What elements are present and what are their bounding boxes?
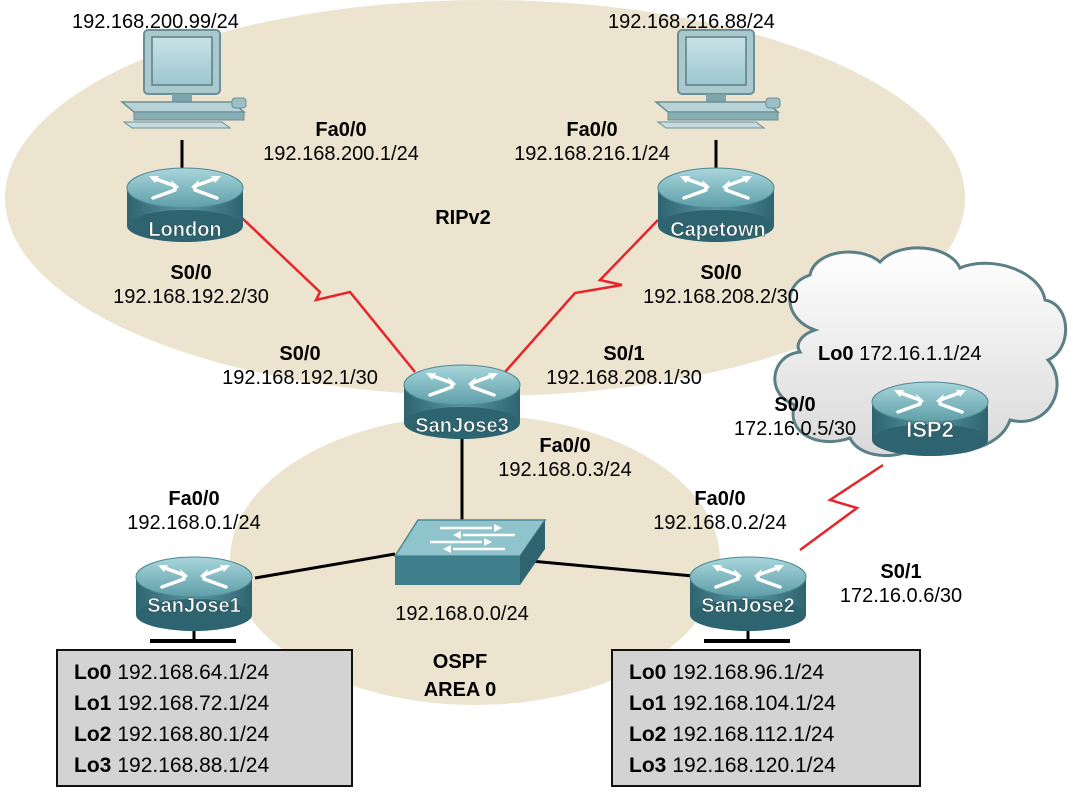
isp2-lo0-ip: 172.16.1.1/24	[859, 343, 982, 365]
router-name-isp2: ISP2	[906, 417, 954, 442]
loopback-ip: 192.168.112.1/24	[672, 723, 835, 746]
london-fa-ip: 192.168.200.1/24	[263, 143, 419, 165]
sanjose2-fa-label: Fa0/0 192.168.0.2/24	[630, 487, 810, 535]
loopback-name: Lo3	[629, 754, 667, 777]
isp2-s00-label: S0/0 172.16.0.5/30	[712, 393, 878, 441]
ospf-area-label: AREA 0	[423, 679, 497, 701]
sanjose1-fa-name: Fa0/0	[168, 488, 220, 510]
london-s-ip: 192.168.192.2/30	[113, 286, 269, 308]
sanjose1-fa-label: Fa0/0 192.168.0.1/24	[106, 487, 282, 535]
loopback-name: Lo2	[629, 723, 667, 746]
london-pc-ip: 192.168.200.99/24	[72, 11, 239, 33]
capetown-fa-ip: 192.168.216.1/24	[514, 143, 670, 165]
serial-link-london-sanjose3	[241, 217, 416, 373]
london-fa-label: Fa0/0 192.168.200.1/24	[222, 118, 460, 166]
rip-region-label: RIPv2	[435, 207, 491, 229]
capetown-s-ip: 192.168.208.2/30	[643, 286, 799, 308]
lan-network-label: 192.168.0.0/24	[395, 603, 529, 625]
serial-link-capetown-sanjose3	[504, 219, 659, 373]
london-s-label: S0/0 192.168.192.2/30	[84, 261, 298, 309]
sanjose2-s01-label: S0/1 172.16.0.6/30	[816, 560, 986, 608]
isp2-s00-name: S0/0	[774, 394, 816, 416]
serial-link-isp2-sanjose2	[799, 463, 884, 552]
isp-cloud	[773, 246, 1068, 457]
london-fa-name: Fa0/0	[315, 119, 367, 141]
loopback-name: Lo1	[74, 692, 112, 715]
router-sanjose2[interactable]	[688, 555, 808, 633]
loopback-ip: 192.168.88.1/24	[117, 754, 270, 777]
sanjose3-fa-label: Fa0/0 192.168.0.3/24	[472, 434, 658, 482]
router-name-sanjose2: SanJose2	[701, 595, 794, 617]
sanjose3-s00-name: S0/0	[279, 343, 321, 365]
loopback-name: Lo0	[74, 661, 112, 684]
loopback-ip: 192.168.104.1/24	[672, 692, 836, 715]
capetown-pc-ip: 192.168.216.88/24	[608, 11, 775, 33]
capetown-s-label: S0/0 192.168.208.2/30	[616, 261, 826, 309]
loopback-name: Lo2	[74, 723, 112, 746]
router-name-london: London	[148, 219, 221, 241]
router-name-sanjose1: SanJose1	[147, 595, 240, 617]
loopback-ip: 192.168.72.1/24	[117, 692, 270, 715]
capetown-fa-name: Fa0/0	[566, 119, 618, 141]
sanjose2-fa-ip: 192.168.0.2/24	[653, 512, 787, 534]
sanjose3-fa-name: Fa0/0	[539, 435, 591, 457]
sanjose3-s01-name: S0/1	[603, 343, 645, 365]
router-name-sanjose3: SanJose3	[415, 415, 508, 437]
loopback-ip: 192.168.96.1/24	[672, 661, 825, 684]
ospf-region-label: OSPF AREA 0	[400, 648, 520, 704]
sanjose1-fa-ip: 192.168.0.1/24	[127, 512, 261, 534]
sanjose3-fa-ip: 192.168.0.3/24	[498, 459, 632, 481]
loopback-ip: 192.168.80.1/24	[117, 723, 270, 746]
isp2-s00-ip: 172.16.0.5/30	[733, 418, 857, 440]
loopback-ip: 192.168.120.1/24	[672, 754, 836, 777]
sanjose3-s01-ip: 192.168.208.1/30	[546, 367, 702, 389]
switch[interactable]	[393, 519, 547, 585]
sanjose3-s00-ip: 192.168.192.1/30	[222, 367, 378, 389]
capetown-fa-label: Fa0/0 192.168.216.1/24	[484, 118, 700, 166]
sanjose2-s01-ip: 172.16.0.6/30	[839, 585, 963, 607]
loopback-ip: 192.168.64.1/24	[117, 661, 270, 684]
isp2-lo0-label: Lo0 172.16.1.1/24	[818, 342, 981, 366]
isp2-lo0-name: Lo0	[818, 343, 854, 365]
loopback-name: Lo0	[629, 661, 667, 684]
sanjose2-fa-name: Fa0/0	[694, 488, 746, 510]
loopback-name: Lo1	[629, 692, 667, 715]
ospf-label: OSPF	[432, 651, 488, 673]
loopback-name: Lo3	[74, 754, 112, 777]
router-sanjose1[interactable]	[134, 555, 254, 633]
sanjose2-s01-name: S0/1	[880, 561, 922, 583]
router-name-capetown: Capetown	[670, 219, 766, 241]
sanjose3-s01-label: S0/1 192.168.208.1/30	[518, 342, 730, 390]
capetown-s-name: S0/0	[700, 262, 742, 284]
serial-links[interactable]	[241, 217, 884, 552]
sanjose3-s00-label: S0/0 192.168.192.1/30	[195, 342, 405, 390]
london-s-name: S0/0	[170, 262, 212, 284]
